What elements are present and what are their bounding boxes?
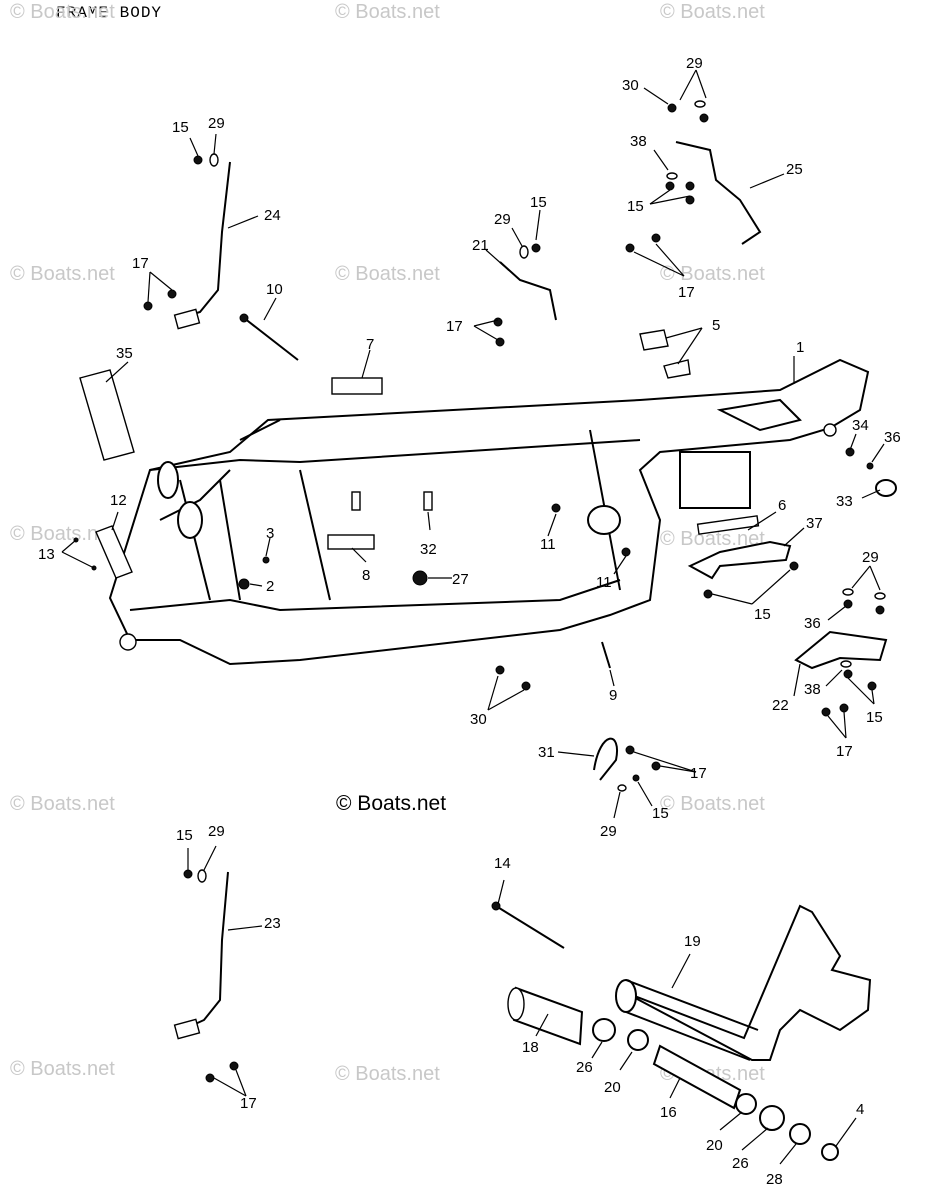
callout-label: 37 (806, 515, 823, 532)
leader-lines (61, 69, 885, 1165)
callout-label: 6 (778, 497, 786, 514)
callout-label: 19 (684, 933, 701, 950)
callout-label: 29 (862, 549, 879, 566)
callout-label: 34 (852, 417, 869, 434)
callout-label: 15 (866, 709, 883, 726)
callout-label: 17 (836, 743, 853, 760)
callout-label: 18 (522, 1039, 539, 1056)
callout-label: 17 (690, 765, 707, 782)
rod-24 (179, 161, 231, 319)
callout-label: 29 (686, 55, 703, 72)
callout-label: 30 (622, 77, 639, 94)
callout-label: 20 (604, 1079, 621, 1096)
callout-label: 17 (678, 284, 695, 301)
callout-label: 15 (754, 606, 771, 623)
callout-label: 29 (600, 823, 617, 840)
callout-label: 17 (446, 318, 463, 335)
callout-label: 24 (264, 207, 281, 224)
callout-label: 12 (110, 492, 127, 509)
callout-label: 16 (660, 1104, 677, 1121)
callout-label: 15 (176, 827, 193, 844)
callout-label: 30 (470, 711, 487, 728)
callout-label: 33 (836, 493, 853, 510)
callout-label: 2 (266, 578, 274, 595)
watermark: © Boats.net (660, 793, 765, 815)
callout-labels: 1 2 3 4 5 6 7 8 9 10 11 11 12 13 14 15 1… (38, 55, 901, 1188)
callout-label: 38 (804, 681, 821, 698)
callout-label: 35 (116, 345, 133, 362)
callout-label: 26 (732, 1155, 749, 1172)
watermark: © Boats.net (10, 793, 115, 815)
callout-label: 29 (208, 115, 225, 132)
callout-label: 17 (132, 255, 149, 272)
callout-label: 9 (609, 687, 617, 704)
callout-label: 1 (796, 339, 804, 356)
bolt-10 (243, 317, 299, 361)
callout-label: 15 (530, 194, 547, 211)
callout-label: 36 (884, 429, 901, 446)
callout-label: 3 (266, 525, 274, 542)
callout-label: 7 (366, 336, 374, 353)
callout-label: 11 (596, 574, 612, 591)
fasteners (73, 100, 886, 1083)
callout-label: 15 (627, 198, 644, 215)
watermark: © Boats.net (660, 263, 765, 285)
watermark: © Boats.net (660, 528, 765, 550)
watermark: © Boats.net (10, 523, 115, 545)
reflector-35 (79, 369, 135, 461)
watermark: © Boats.net (10, 1058, 115, 1080)
callout-label: 14 (494, 855, 511, 872)
callout-label: 17 (240, 1095, 257, 1112)
callout-label: 26 (576, 1059, 593, 1076)
callout-label: 5 (712, 317, 720, 334)
callout-label: 32 (420, 541, 437, 558)
callout-label: 38 (630, 133, 647, 150)
callout-label: 31 (538, 744, 555, 761)
callout-label: 11 (540, 536, 556, 553)
callout-label: 13 (38, 546, 55, 563)
callout-label: 10 (266, 281, 283, 298)
callout-label: 25 (786, 161, 803, 178)
page-title: FRAME BODY (56, 4, 163, 22)
watermark: © Boats.net (335, 1063, 440, 1085)
callout-label: 27 (452, 571, 469, 588)
watermark: © Boats.net (660, 1, 765, 23)
callout-label: 22 (772, 697, 789, 714)
callout-label: 8 (362, 567, 370, 584)
callout-label: 15 (652, 805, 669, 822)
callout-label: 21 (472, 237, 489, 254)
callout-label: 15 (172, 119, 189, 136)
callout-label: 36 (804, 615, 821, 632)
callout-label: 20 (706, 1137, 723, 1154)
center-watermark: © Boats.net (336, 792, 447, 815)
callout-label: 4 (856, 1101, 864, 1118)
watermark: © Boats.net (10, 1, 115, 23)
watermark-layer: © Boats.net © Boats.net © Boats.net © Bo… (10, 1, 765, 1085)
callout-label: 29 (208, 823, 225, 840)
callout-label: 23 (264, 915, 281, 932)
callout-label: 28 (766, 1171, 783, 1188)
main-frame (108, 358, 870, 666)
small-parts (79, 141, 897, 1161)
watermark: © Boats.net (335, 263, 440, 285)
watermark: © Boats.net (10, 263, 115, 285)
rod-23 (181, 871, 229, 1031)
callout-label: 29 (494, 211, 511, 228)
watermark: © Boats.net (335, 1, 440, 23)
